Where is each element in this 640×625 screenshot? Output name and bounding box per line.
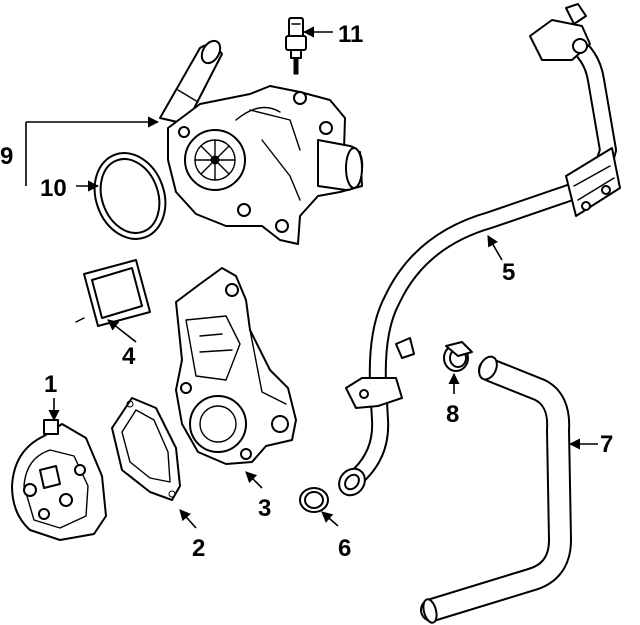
callout-6: 6 bbox=[338, 535, 351, 562]
housing-gasket-part[interactable] bbox=[83, 143, 177, 249]
bypass-hose-part[interactable] bbox=[420, 354, 572, 624]
thermostat-housing-part[interactable] bbox=[159, 38, 364, 245]
callout-9: 9 bbox=[0, 143, 13, 170]
callout-11: 11 bbox=[338, 21, 363, 48]
callout-3: 3 bbox=[258, 495, 271, 522]
callout-2: 2 bbox=[192, 535, 205, 562]
water-pump-part[interactable] bbox=[11, 419, 107, 541]
water-pipe-part[interactable] bbox=[334, 3, 621, 500]
inlet-housing-part[interactable] bbox=[175, 267, 297, 465]
temperature-sensor-part[interactable] bbox=[285, 17, 307, 75]
callout-4: 4 bbox=[122, 343, 136, 370]
callout-1: 1 bbox=[44, 371, 57, 398]
callout-5: 5 bbox=[502, 259, 515, 286]
cover-gasket-part[interactable] bbox=[75, 259, 151, 327]
callout-10: 10 bbox=[40, 175, 67, 202]
callout-7: 7 bbox=[600, 431, 613, 458]
callout-leaders bbox=[25, 26, 598, 529]
o-ring-part[interactable] bbox=[299, 487, 329, 513]
pump-gasket-part[interactable] bbox=[111, 397, 181, 501]
callout-8: 8 bbox=[446, 401, 459, 428]
hose-clamp-part[interactable] bbox=[443, 341, 473, 372]
